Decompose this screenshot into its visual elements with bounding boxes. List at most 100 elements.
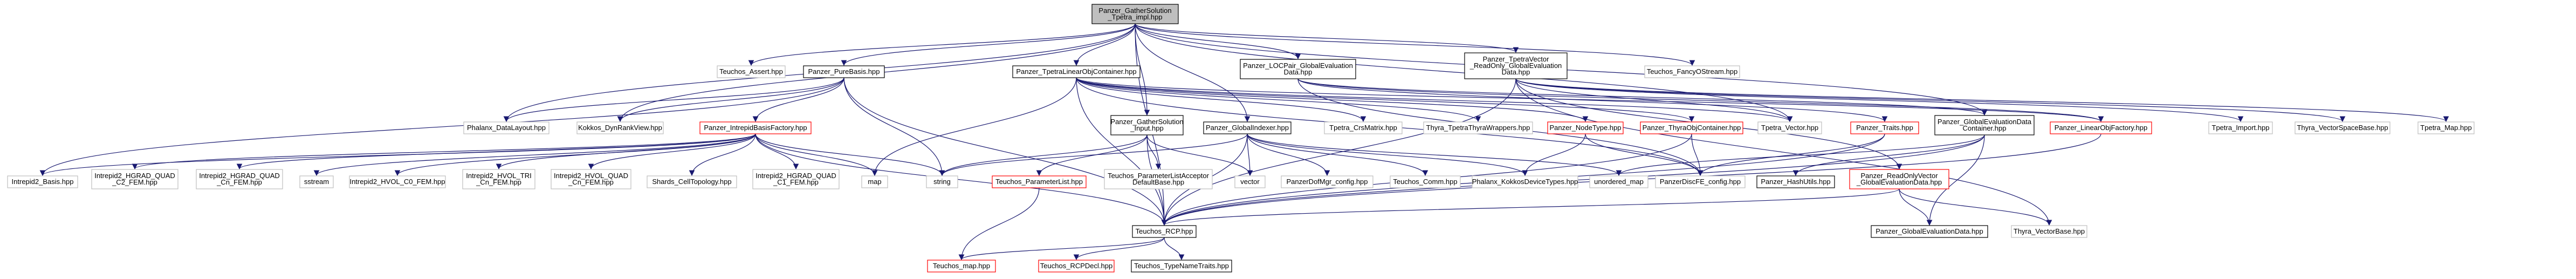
- node-teuchos-typename[interactable]: Teuchos_TypeNameTraits.hpp: [1131, 260, 1232, 273]
- edge-global_indexer-to-dofmgr_config: [1247, 133, 1330, 176]
- edge-line: [843, 77, 1167, 226]
- node-box: [2417, 121, 2475, 134]
- node-box: [196, 169, 283, 189]
- node-global-indexer[interactable]: Panzer_GlobalIndexer.hpp: [1203, 121, 1292, 134]
- edge-intrepid_factory-to-string: [755, 133, 945, 176]
- edge-tpetra_vector_ro-to-thyra_vsb: [1515, 78, 2346, 123]
- edge-ged_container-to-global_eval_data: [1926, 134, 1985, 226]
- node-box: [462, 169, 535, 189]
- edge-gather_input-to-teuchos_plist: [1036, 134, 1148, 176]
- edge-line: [236, 133, 756, 170]
- edge-pure_basis-to-teuchos_rcp: [843, 77, 1167, 226]
- edge-tpetra_vector_ro-to-thyra_vector_base: [1515, 78, 2052, 226]
- node-box: [1104, 169, 1213, 189]
- node-label: Teuchos_ParameterListAcceptor: [1108, 172, 1210, 180]
- node-tpetra-linobj[interactable]: Panzer_TpetraLinearObjContainer.hpp: [1012, 65, 1141, 78]
- edge-line: [1164, 237, 1185, 261]
- edge-line: [748, 23, 1136, 66]
- edge-tpetra_vector_ro-to-tpetra_import: [1515, 78, 2244, 123]
- node-label: Teuchos_map.hpp: [933, 262, 990, 270]
- edge-global_indexer-to-vector: [1247, 133, 1253, 176]
- edge-line: [755, 133, 878, 176]
- node-ro-vector: Panzer_ReadOnlyVector_GlobalEvaluationDa…: [1849, 169, 1949, 189]
- node-traits: Panzer_Traits.hpp: [1850, 121, 1919, 134]
- node-thyra-obj-container: Panzer_ThyraObjContainer.hpp: [1640, 121, 1743, 134]
- node-label: Panzer_LOCPair_GlobalEvaluation: [1243, 62, 1353, 70]
- node-box: [699, 121, 812, 134]
- node-pure-basis[interactable]: Panzer_PureBasis.hpp: [803, 65, 885, 78]
- node-label: _C1_FEM.hpp: [773, 178, 819, 186]
- node-label: Panzer_Traits.hpp: [1856, 124, 1913, 132]
- node-box: [1012, 65, 1141, 78]
- edge-tpetra_vector_ro-to-tpetra_vector: [1515, 78, 1793, 123]
- edge-root-to-global_indexer: [1135, 23, 1251, 123]
- edge-node_type-to-discfe_config: [1585, 133, 1703, 176]
- edge-line: [958, 237, 1165, 261]
- edge-intrepid_factory-to-teuchos_rcp: [755, 133, 1167, 226]
- node-label: Data.hpp: [1502, 68, 1530, 76]
- node-linobj-factory: Panzer_LinearObjFactory.hpp: [2050, 121, 2152, 134]
- node-label: Phalanx_DataLayout.hpp: [467, 124, 546, 132]
- node-tpetra-crsmatrix: Tpetra_CrsMatrix.hpp: [1324, 121, 1403, 134]
- edge-line: [1247, 133, 1622, 176]
- edge-intrepid_factory-to-map: [755, 133, 878, 176]
- edge-line: [1515, 78, 2449, 123]
- node-gather-input[interactable]: Panzer_GatherSolution_Input.hpp: [1110, 115, 1184, 135]
- node-box: [2208, 121, 2273, 134]
- edge-line: [1616, 134, 1985, 176]
- node-tpetra-map: Tpetra_Map.hpp: [2417, 121, 2475, 134]
- node-label: Panzer_TpetraVector: [1483, 55, 1550, 63]
- edge-line: [1146, 134, 1253, 176]
- node-teuchos-plist-acceptor: Teuchos_ParameterListAcceptorDefaultBase…: [1104, 169, 1213, 189]
- node-root[interactable]: Panzer_GatherSolution_Tpetra_impl.hpp: [1091, 4, 1179, 24]
- node-hash-utils[interactable]: Panzer_HashUtils.hpp: [1756, 175, 1835, 188]
- node-box: [1281, 175, 1373, 188]
- edge-line: [939, 133, 1248, 176]
- node-box: [2050, 121, 2152, 134]
- edge-line: [313, 133, 756, 176]
- edge-line: [1515, 78, 2052, 226]
- node-label: Thyra_TpetraThyraWrappers.hpp: [1426, 124, 1530, 132]
- edge-line: [1297, 78, 2104, 123]
- node-thyra-vsb: Thyra_VectorSpaceBase.hpp: [2295, 121, 2390, 134]
- edge-root-to-tpetra_linobj: [1073, 23, 1136, 66]
- node-tpetra-vector-ro[interactable]: Panzer_TpetraVector_ReadOnly_GlobalEvalu…: [1464, 52, 1568, 79]
- node-label: Teuchos_ParameterList.hpp: [995, 178, 1083, 186]
- edge-line: [958, 187, 1040, 261]
- node-label: Tpetra_Map.hpp: [2420, 124, 2471, 132]
- node-hvol-quad-cn: Intrepid2_HVOL_QUAD_Cn_FEM.hpp: [551, 169, 631, 189]
- node-locpair[interactable]: Panzer_LOCPair_GlobalEvaluationData.hpp: [1240, 59, 1356, 79]
- node-teuchos-rcp[interactable]: Teuchos_RCP.hpp: [1132, 225, 1197, 238]
- node-global-eval-data[interactable]: Panzer_GlobalEvaluationData.hpp: [1871, 225, 1988, 238]
- edge-tpetra_linobj-to-map: [871, 77, 1077, 176]
- node-label: Panzer_HashUtils.hpp: [1761, 178, 1830, 186]
- node-label: _Input.hpp: [1130, 124, 1163, 132]
- node-fancy-ostream: Teuchos_FancyOStream.hpp: [1644, 65, 1740, 78]
- edge-teuchos_rcp-to-teuchos_rcpdecl: [1073, 237, 1165, 261]
- edge-intrepid_factory-to-hgrad_quad_c2: [132, 133, 756, 170]
- edge-line: [871, 77, 1077, 176]
- node-box: [1589, 175, 1648, 188]
- edge-ged_container-to-hash_utils: [1792, 134, 1985, 176]
- edge-line: [503, 77, 844, 123]
- edge-ro_vector-to-teuchos_rcp: [1162, 188, 1900, 226]
- node-label: Tpetra_Import.hpp: [2212, 124, 2270, 132]
- node-hgrad-quad-c2: Intrepid2_HGRAD_QUAD_C2_FEM.hpp: [91, 169, 178, 189]
- node-box: [1203, 121, 1292, 134]
- edge-line: [1076, 77, 1366, 123]
- edge-line: [841, 23, 1136, 66]
- edge-pure_basis-to-kokkos_dynrank: [617, 77, 844, 123]
- node-teuchos-rcpdecl: Teuchos_RCPDecl.hpp: [1038, 260, 1115, 273]
- node-label: _Cn_FEM.hpp: [216, 178, 262, 186]
- edge-node_type-to-phalanx_kokkos: [1522, 133, 1586, 176]
- edge-line: [1247, 133, 1428, 176]
- edge-gather_input-to-vector: [1146, 134, 1253, 176]
- edge-line: [1161, 78, 1516, 226]
- node-hgrad-quad-c1: Intrepid2_HGRAD_QUAD_C1_FEM.hpp: [752, 169, 840, 189]
- edge-line: [752, 77, 844, 123]
- node-intrepid2-basis: Intrepid2_Basis.hpp: [7, 175, 78, 188]
- edge-line: [1135, 23, 1695, 66]
- node-label: Teuchos_RCPDecl.hpp: [1040, 262, 1112, 270]
- edge-line: [1297, 78, 1888, 123]
